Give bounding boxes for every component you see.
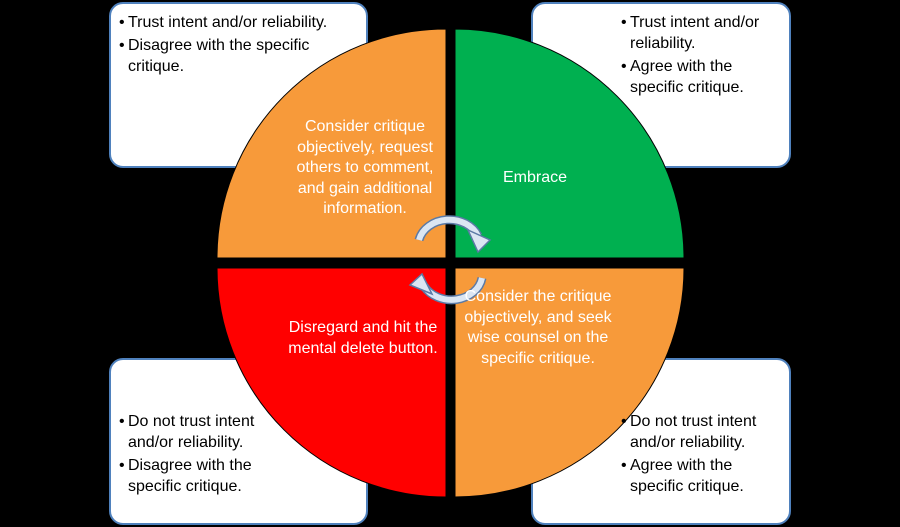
- bullet-item: Disagree with the specific critique.: [119, 455, 279, 497]
- quadrant-top-left: [216, 28, 447, 259]
- quadrant-top-left-text: Consider critique objectively, request o…: [296, 118, 434, 217]
- bullet-item: Agree with the specific critique.: [621, 56, 786, 98]
- bullet-item: Do not trust intent and/or reliability.: [119, 411, 279, 453]
- clockwise-arrow-top: [414, 215, 492, 254]
- bullet-item: Trust intent and/or reliability.: [119, 12, 349, 33]
- clockwise-arrow-bottom: [408, 272, 487, 305]
- bullets-top-left: Trust intent and/or reliability. Disagre…: [119, 12, 349, 79]
- bullet-item: Agree with the specific critique.: [621, 455, 786, 497]
- bullets-bottom-right: Do not trust intent and/or reliability. …: [621, 411, 786, 499]
- bullets-top-right: Trust intent and/or reliability. Agree w…: [621, 12, 786, 100]
- bullets-bottom-left: Do not trust intent and/or reliability. …: [119, 411, 279, 499]
- bullet-item: Do not trust intent and/or reliability.: [621, 411, 786, 453]
- bullet-item: Trust intent and/or reliability.: [621, 12, 786, 54]
- quadrant-bottom-right-text: Consider the critique objectively, and s…: [464, 288, 612, 367]
- bullet-item: Disagree with the specific critique.: [119, 35, 349, 77]
- quadrant-top-right-text: Embrace: [502, 169, 568, 186]
- quadrant-bottom-left: [216, 267, 447, 498]
- quadrant-bottom-right: [454, 267, 685, 498]
- quadrant-bottom-left-text: Disregard and hit the mental delete butt…: [288, 319, 438, 357]
- quadrant-top-right: [454, 28, 685, 259]
